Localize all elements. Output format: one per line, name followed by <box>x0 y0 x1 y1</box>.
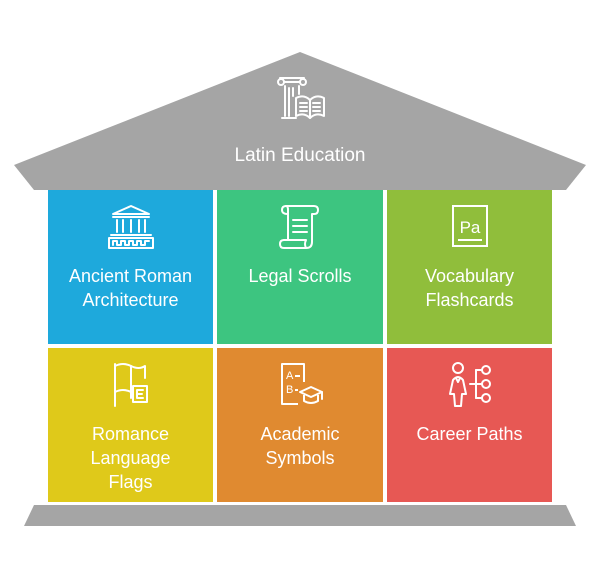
flag-icon <box>113 363 148 407</box>
diagram-title: Latin Education <box>234 145 366 166</box>
flashcard-icon: Pa <box>451 205 488 247</box>
cell-label: Vocabulary Flashcards <box>424 266 515 310</box>
flashcard-letters: Pa <box>459 218 480 237</box>
cell-vocabulary-flashcards: Pa Vocabulary Flashcards <box>387 190 552 344</box>
cell-label: Romance Language Flags <box>90 424 171 492</box>
cell-label: Career Paths <box>416 424 523 444</box>
grade-letter-a: A <box>286 370 294 382</box>
base-step <box>24 505 576 526</box>
scroll-icon <box>279 205 319 249</box>
cell-ancient-roman-architecture: Ancient Roman Architecture <box>48 190 213 344</box>
cell-legal-scrolls: Legal Scrolls <box>217 190 383 344</box>
cell-label: Legal Scrolls <box>248 266 352 286</box>
cell-romance-language-flags: Romance Language Flags <box>48 348 213 502</box>
cell-label: Ancient Roman Architecture <box>68 266 193 310</box>
pillar-grid: Ancient Roman Architecture Legal Scrolls… <box>48 190 552 502</box>
cell-label: Academic Symbols <box>260 424 340 468</box>
column-book-icon <box>277 77 325 119</box>
roof-pediment <box>14 52 586 190</box>
cell-academic-symbols: A B Academic Symbols <box>217 348 383 502</box>
temple-icon <box>107 205 154 249</box>
grade-cap-icon: A B <box>281 363 323 405</box>
grade-letter-b: B <box>286 384 293 396</box>
career-tree-icon <box>448 362 491 407</box>
cell-career-paths: Career Paths <box>387 348 552 502</box>
